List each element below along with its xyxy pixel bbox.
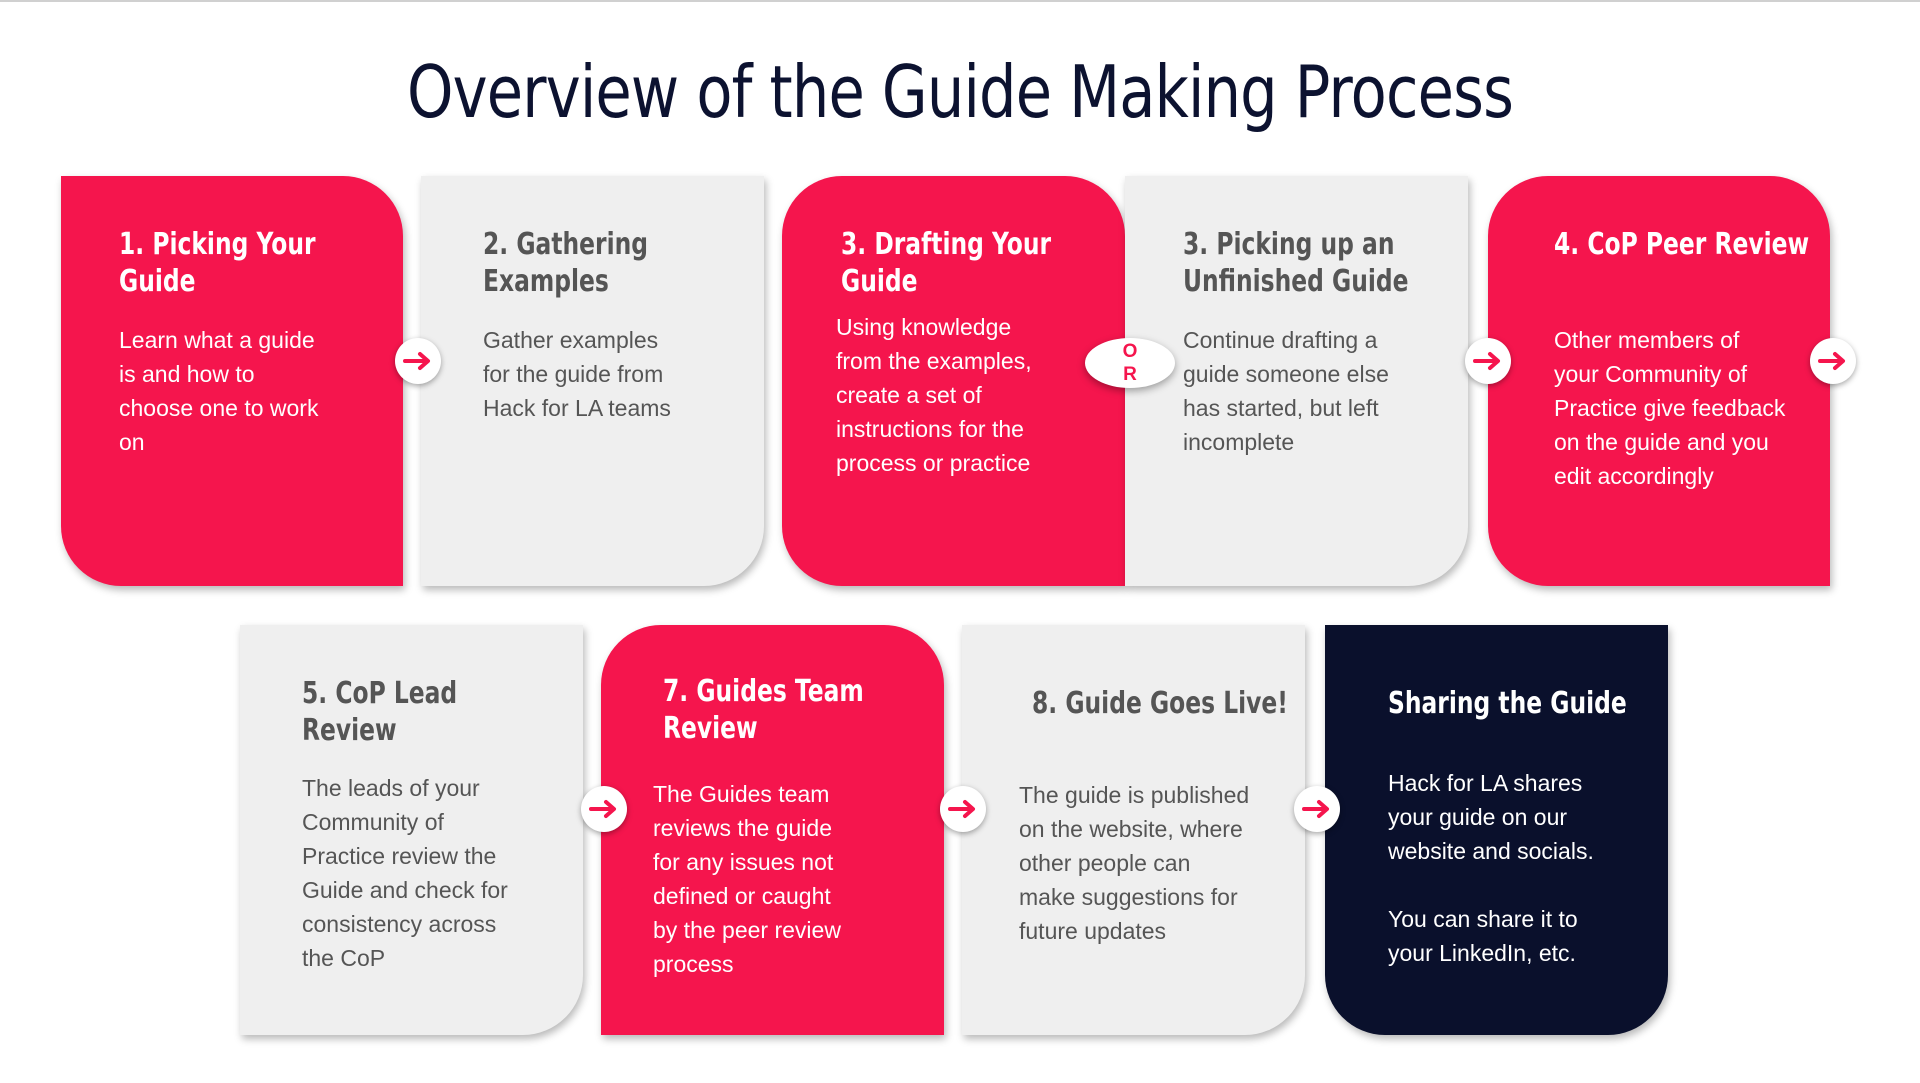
arrow-right-icon: [940, 786, 986, 832]
page-title: Overview of the Guide Making Process: [406, 50, 1514, 134]
step-card-guide-live: 8. Guide Goes Live! The guide is publish…: [962, 625, 1305, 1035]
arrow-right-icon: [1465, 338, 1511, 384]
top-divider: [0, 0, 1920, 2]
arrow-right-icon: [395, 338, 441, 384]
step-title: Sharing the Guide: [1388, 686, 1627, 721]
arrow-right-icon: [581, 786, 627, 832]
step-title: 8. Guide Goes Live!: [1032, 686, 1288, 721]
arrow-right-icon: [1810, 338, 1856, 384]
step-title: 4. CoP Peer Review: [1554, 227, 1810, 262]
arrow-right-icon: [1294, 786, 1340, 832]
